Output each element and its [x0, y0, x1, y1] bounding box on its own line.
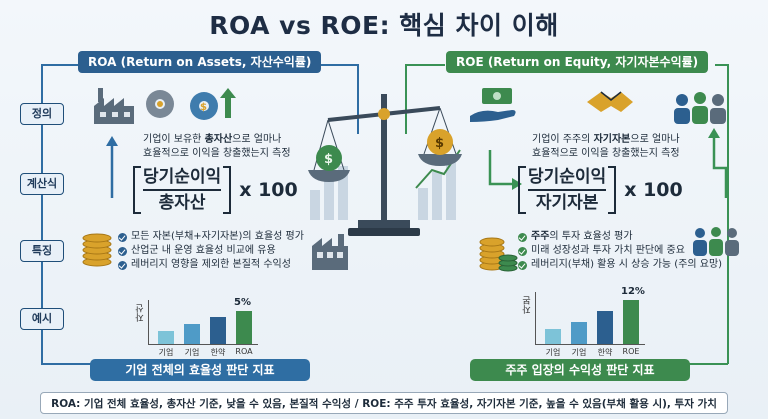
row-label-definition: 정의	[20, 103, 64, 125]
list-item: 레버리지(부채) 활용 시 상승 가능 (주의 요망)	[518, 258, 722, 272]
chart-x-axis	[148, 344, 258, 345]
building-icon	[312, 234, 348, 270]
roe-denominator: 자기자본	[535, 193, 599, 213]
roe-numerator: 당기순이익	[528, 167, 607, 187]
chart-y-label: 자산	[136, 304, 146, 322]
page-title: ROA vs ROE: 핵심 차이 이해	[209, 11, 559, 40]
svg-text:$: $	[324, 152, 333, 167]
roe-flow-arrow-icon	[488, 150, 522, 190]
roa-formula: 당기순이익 총자산 x 100	[133, 166, 298, 214]
chart-tick-label: 한약	[597, 348, 613, 357]
roe-header: ROE (Return on Equity, 자기자본수익률)	[446, 51, 709, 73]
roa-features: 모든 자본(부채+자기자본)의 효율성 평가 산업군 내 운영 효율성 비교에 …	[118, 230, 304, 272]
roa-flow-line-top	[41, 64, 81, 66]
handshake-icon	[587, 91, 633, 112]
roe-multiplier: x 100	[624, 179, 683, 201]
chart-bar	[184, 324, 200, 344]
row-label-example: 예시	[20, 308, 64, 330]
roa-flow-line	[41, 64, 43, 364]
roe-definition: 기업이 주주의 자기자본으로 얼마나 효율적으로 이익을 창출했는지 측정	[532, 134, 680, 159]
chart-x-axis	[535, 344, 645, 345]
chart-tick-label: 기업	[184, 348, 200, 357]
list-item: 레버리지 영향을 제외한 본질적 수익성	[118, 258, 304, 272]
chart-tick-label: ROE	[622, 347, 640, 356]
roe-formula: 당기순이익 자기자본 x 100	[518, 166, 683, 214]
roa-denominator: 총자산	[158, 193, 206, 213]
list-item: 미래 성장성과 투자 가치 판단에 중요	[518, 244, 722, 258]
people-icon	[674, 92, 726, 124]
roa-flow-line-down	[357, 64, 359, 134]
roa-flow-line-bottom	[41, 363, 96, 365]
chart-bar	[545, 329, 561, 344]
chart-bar	[623, 300, 639, 344]
chart-tick-label: 기업	[545, 348, 561, 357]
chart-tick-label: ROA	[235, 347, 253, 356]
row-label-features: 특징	[20, 240, 64, 262]
chart-tick-label: 기업	[571, 348, 587, 357]
roe-flow-line-top-left	[405, 64, 445, 66]
roe-flow-line-top	[715, 64, 729, 66]
chart-tick-label: 기업	[158, 348, 174, 357]
row-label-formula: 계산식	[20, 173, 64, 195]
roa-up-arrow-icon	[106, 136, 118, 198]
list-item: 모든 자본(부채+자기자본)의 효율성 평가	[118, 230, 304, 244]
roa-coins-icon	[82, 233, 112, 267]
svg-text:$: $	[200, 102, 207, 113]
balance-scale-icon: $ $	[308, 94, 462, 236]
chart-bar	[210, 317, 226, 344]
list-item: 산업군 내 운영 효율성 비교에 유용	[118, 244, 304, 258]
roa-numerator: 당기순이익	[143, 167, 222, 187]
chart-y-label: 자본	[523, 296, 533, 314]
roe-summary: 주주 입장의 수익성 판단 지표	[470, 359, 690, 381]
investors-icon	[693, 227, 739, 256]
factory-gears-icon: $	[94, 88, 236, 124]
roe-side-arrow-icon	[708, 128, 728, 198]
chart-bar	[597, 311, 613, 344]
roa-flow-line-top-right	[318, 64, 358, 66]
roe-coins-icon	[479, 237, 518, 272]
roe-flow-line-bottom	[680, 363, 728, 365]
roa-header: ROA (Return on Assets, 자산수익률)	[78, 51, 322, 73]
chart-bar	[158, 331, 174, 344]
chart-y-axis	[148, 300, 149, 344]
chart-bar	[236, 311, 252, 344]
footer-summary: ROA: 기업 전체 효율성, 총자산 기준, 낮을 수 있음, 본질적 수익성…	[40, 392, 728, 414]
roa-definition: 기업이 보유한 총자산으로 얼마나 효율적으로 이익을 창출했는지 측정	[143, 134, 291, 159]
roe-flow-line-down	[405, 64, 407, 134]
roe-flow-line	[727, 64, 729, 364]
roa-summary: 기업 전체의 효율성 판단 지표	[90, 359, 310, 381]
chart-data-label: 5%	[234, 297, 251, 308]
chart-bar	[571, 322, 587, 344]
roa-multiplier: x 100	[239, 179, 298, 201]
money-hand-icon	[470, 88, 516, 122]
chart-data-label: 12%	[621, 286, 645, 297]
chart-tick-label: 한약	[210, 348, 226, 357]
chart-y-axis	[535, 292, 536, 344]
svg-text:$: $	[435, 136, 444, 151]
